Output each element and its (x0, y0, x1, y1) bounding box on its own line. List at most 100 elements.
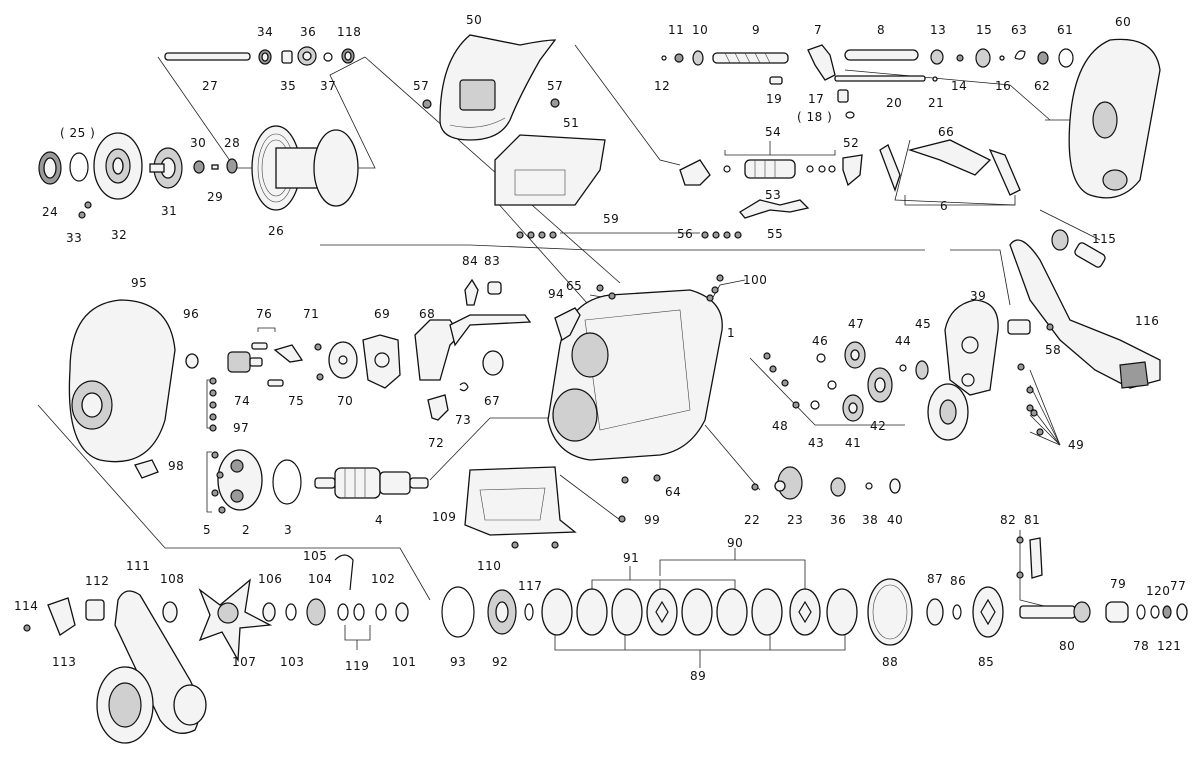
washer-103 (285, 603, 297, 621)
line-guide-7 (807, 44, 836, 81)
label-103: 103 (280, 655, 304, 669)
label-17: 17 (808, 92, 824, 106)
o-ring-25 (69, 152, 89, 182)
spring-105 (334, 554, 354, 591)
screw-57-left (422, 99, 432, 109)
screws-56 (516, 231, 742, 239)
label-118: 118 (337, 25, 361, 39)
label-89: 89 (690, 669, 706, 683)
label-60: 60 (1115, 15, 1131, 29)
washer-44 (899, 364, 907, 372)
screws-82 (1016, 536, 1024, 579)
pin-29 (211, 164, 219, 170)
label-93: 93 (450, 655, 466, 669)
spring-73 (459, 382, 469, 392)
label-90: 90 (727, 536, 743, 550)
label-48: 48 (772, 419, 788, 433)
washer-86 (952, 604, 962, 620)
bearing-118 (341, 48, 355, 64)
part-number-labels: 1 2 3 4 5 6 7 8 9 10 11 12 13 14 15 16 1… (14, 13, 1186, 683)
drag-stack-89-91 (541, 588, 858, 636)
drag-washer-92 (487, 589, 517, 635)
label-27: 27 (202, 79, 218, 93)
label-77: 77 (1170, 579, 1186, 593)
label-41: 41 (845, 436, 861, 450)
bushing-79 (1105, 601, 1129, 623)
label-107: 107 (232, 655, 256, 669)
bushing-13 (930, 49, 944, 65)
bearing-28 (226, 158, 238, 174)
label-18: ( 18 ) (797, 110, 832, 124)
housing-54 (679, 159, 836, 186)
label-29: 29 (207, 190, 223, 204)
label-61: 61 (1057, 23, 1073, 37)
gear-47 (844, 341, 866, 369)
bracket-52 (842, 154, 863, 187)
label-109: 109 (432, 510, 456, 524)
label-104: 104 (308, 572, 332, 586)
plate-2 (217, 449, 263, 511)
label-112: 112 (85, 574, 109, 588)
leader-lines (37, 44, 1110, 668)
nut-112 (85, 599, 105, 621)
pinion-36b (830, 477, 846, 497)
label-65: 65 (566, 279, 582, 293)
label-28: 28 (224, 136, 240, 150)
washer-87 (926, 598, 944, 626)
label-45: 45 (915, 317, 931, 331)
guide-pipe-8 (844, 49, 919, 61)
label-108: 108 (160, 572, 184, 586)
washer-78 (1136, 604, 1146, 620)
label-71: 71 (303, 307, 319, 321)
label-20: 20 (886, 96, 902, 110)
label-8: 8 (877, 23, 885, 37)
spool-shaft-27 (164, 52, 251, 61)
spool-26 (251, 125, 359, 211)
label-115: 115 (1092, 232, 1116, 246)
pawl-19 (769, 76, 783, 85)
label-3: 3 (284, 523, 292, 537)
label-4: 4 (375, 513, 383, 527)
motor-4 (314, 467, 429, 499)
label-5: 5 (203, 523, 211, 537)
label-1: 1 (727, 326, 735, 340)
lever-68 (414, 314, 532, 381)
label-55: 55 (767, 227, 783, 241)
label-7: 7 (814, 23, 822, 37)
collar-67 (482, 350, 504, 376)
label-106: 106 (258, 572, 282, 586)
label-81: 81 (1024, 513, 1040, 527)
label-75: 75 (288, 394, 304, 408)
label-38: 38 (862, 513, 878, 527)
bearing-96 (185, 353, 199, 369)
clip-98 (134, 459, 159, 479)
washer-11 (674, 53, 684, 63)
label-23: 23 (787, 513, 803, 527)
clip-81 (1029, 537, 1043, 579)
clip-94 (554, 307, 581, 341)
screw-114 (23, 624, 31, 632)
label-47: 47 (848, 317, 864, 331)
gear-15 (975, 48, 991, 68)
bearing-30 (193, 160, 205, 174)
label-24: 24 (42, 205, 58, 219)
label-83: 83 (484, 254, 500, 268)
label-26: 26 (268, 224, 284, 238)
pin-16 (999, 55, 1005, 61)
screw-99 (618, 515, 626, 523)
label-101: 101 (392, 655, 416, 669)
plate-lower-39 (927, 383, 969, 441)
screws-64 (621, 474, 661, 484)
clip-63 (1014, 50, 1026, 60)
label-69: 69 (374, 307, 390, 321)
label-62: 62 (1034, 79, 1050, 93)
label-51: 51 (563, 116, 579, 130)
gear-41 (842, 394, 864, 422)
gear-23 (774, 466, 803, 500)
label-96: 96 (183, 307, 199, 321)
bearing-77 (1176, 603, 1188, 621)
washer-43 (810, 380, 837, 410)
label-13: 13 (930, 23, 946, 37)
label-79: 79 (1110, 577, 1126, 591)
label-74: 74 (234, 394, 250, 408)
